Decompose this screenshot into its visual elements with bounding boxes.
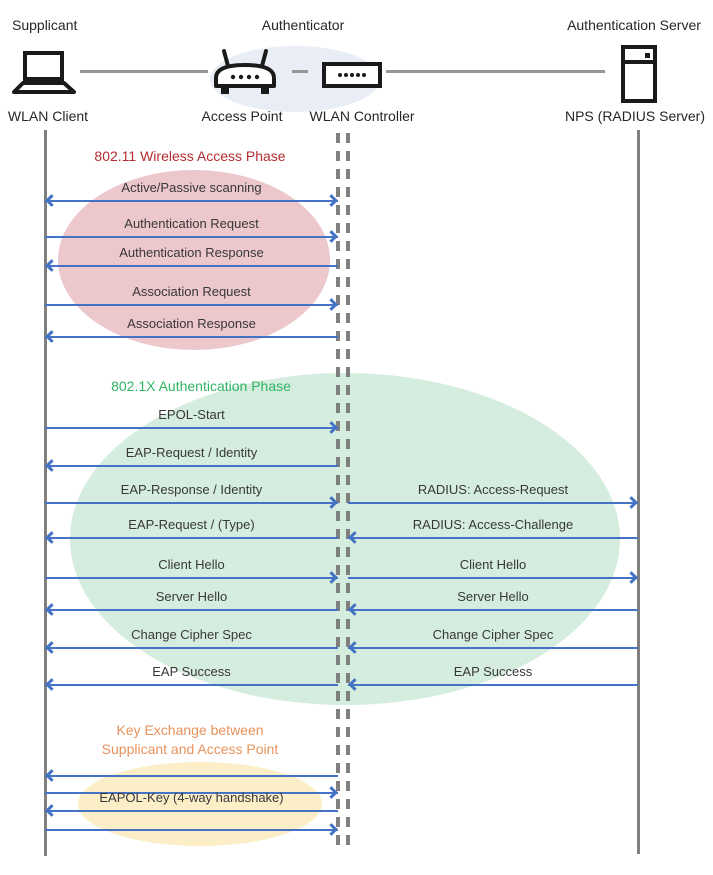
laptop-icon bbox=[12, 51, 76, 94]
arrowhead-right-icon bbox=[625, 571, 638, 584]
message-arrow-line bbox=[348, 577, 638, 579]
message-arrow-line bbox=[45, 684, 338, 686]
message-label: Authentication Response bbox=[119, 245, 264, 260]
arrowhead-left-icon bbox=[45, 330, 58, 343]
switch-icon bbox=[322, 62, 382, 88]
message-label: Change Cipher Spec bbox=[432, 627, 554, 642]
message-arrow-line bbox=[45, 336, 338, 338]
phase1-title: 802.11 Wireless Access Phase bbox=[94, 148, 286, 164]
lifeline-nps-server bbox=[637, 130, 640, 854]
message-arrow-line bbox=[348, 647, 638, 649]
arrowhead-left-icon bbox=[45, 531, 58, 544]
role-label-supplicant: Supplicant bbox=[12, 17, 78, 33]
message-arrow-line bbox=[45, 810, 338, 812]
wireless-router-icon bbox=[214, 49, 276, 94]
arrowhead-left-icon bbox=[45, 804, 58, 817]
message-arrow-line bbox=[45, 502, 338, 504]
lifeline-wlan-client bbox=[44, 130, 47, 856]
message-label: Active/Passive scanning bbox=[121, 180, 262, 195]
message-arrow-line bbox=[45, 577, 338, 579]
role-label-authenticator: Authenticator bbox=[261, 17, 345, 33]
actor-label-wlan-client: WLAN Client bbox=[7, 108, 89, 124]
message-label: Client Hello bbox=[459, 557, 527, 572]
connector-ap-controller bbox=[292, 70, 308, 73]
arrowhead-left-icon bbox=[45, 194, 58, 207]
phase3-title-line1: Key Exchange between bbox=[116, 722, 264, 738]
phase3-title-line2: Supplicant and Access Point bbox=[101, 741, 279, 757]
actor-label-wlan-controller: WLAN Controller bbox=[309, 108, 415, 124]
message-label: EAP Success bbox=[152, 664, 231, 679]
arrowhead-left-icon bbox=[45, 259, 58, 272]
lifeline-access-point-dashed bbox=[336, 133, 340, 853]
message-label: EAP-Response / Identity bbox=[120, 482, 263, 497]
message-arrow-line bbox=[45, 265, 338, 267]
message-arrow-line bbox=[45, 792, 338, 794]
message-arrow-line bbox=[348, 537, 638, 539]
message-label: Server Hello bbox=[457, 589, 529, 604]
message-arrow-line bbox=[348, 609, 638, 611]
message-arrow-line bbox=[45, 537, 338, 539]
connector-controller-server bbox=[386, 70, 605, 73]
arrowhead-left-icon bbox=[45, 603, 58, 616]
arrowhead-left-icon bbox=[45, 769, 58, 782]
message-label: EAP-Request / (Type) bbox=[128, 517, 255, 532]
server-tower-icon bbox=[621, 45, 657, 103]
arrowhead-left-icon bbox=[45, 641, 58, 654]
message-arrow-line bbox=[45, 609, 338, 611]
message-arrow-line bbox=[45, 775, 338, 777]
message-label: RADIUS: Access-Challenge bbox=[412, 517, 574, 532]
role-label-auth-server: Authentication Server bbox=[567, 17, 701, 33]
message-arrow-line bbox=[45, 200, 338, 202]
message-arrow-line bbox=[348, 684, 638, 686]
arrowhead-left-icon bbox=[45, 678, 58, 691]
message-arrow-line bbox=[348, 502, 638, 504]
message-label: Client Hello bbox=[158, 557, 225, 572]
message-label: EAP Success bbox=[453, 664, 533, 679]
message-label: Association Request bbox=[132, 284, 251, 299]
message-label: EAP-Request / Identity bbox=[125, 445, 258, 460]
message-arrow-line bbox=[45, 465, 338, 467]
message-label: RADIUS: Access-Request bbox=[417, 482, 569, 497]
message-label: EPOL-Start bbox=[158, 407, 225, 422]
actor-label-access-point: Access Point bbox=[201, 108, 283, 124]
message-label: Change Cipher Spec bbox=[131, 627, 252, 642]
arrowhead-left-icon bbox=[45, 459, 58, 472]
message-label: Association Response bbox=[127, 316, 256, 331]
message-label: EAPOL-Key (4-way handshake) bbox=[99, 790, 284, 805]
actor-label-nps-server: NPS (RADIUS Server) bbox=[564, 108, 706, 124]
lifeline-wlan-controller-dashed bbox=[346, 133, 350, 853]
phase2-title: 802.1X Authentication Phase bbox=[111, 378, 291, 394]
phase3-title: Key Exchange between Supplicant and Acce… bbox=[60, 721, 320, 759]
message-label: Server Hello bbox=[155, 589, 228, 604]
connector-client-ap bbox=[80, 70, 208, 73]
message-label: Authentication Request bbox=[124, 216, 259, 231]
message-arrow-line bbox=[45, 829, 338, 831]
message-arrow-line bbox=[45, 236, 338, 238]
message-arrow-line bbox=[45, 304, 338, 306]
message-arrow-line bbox=[45, 647, 338, 649]
message-arrow-line bbox=[45, 427, 338, 429]
arrowhead-right-icon bbox=[625, 496, 638, 509]
